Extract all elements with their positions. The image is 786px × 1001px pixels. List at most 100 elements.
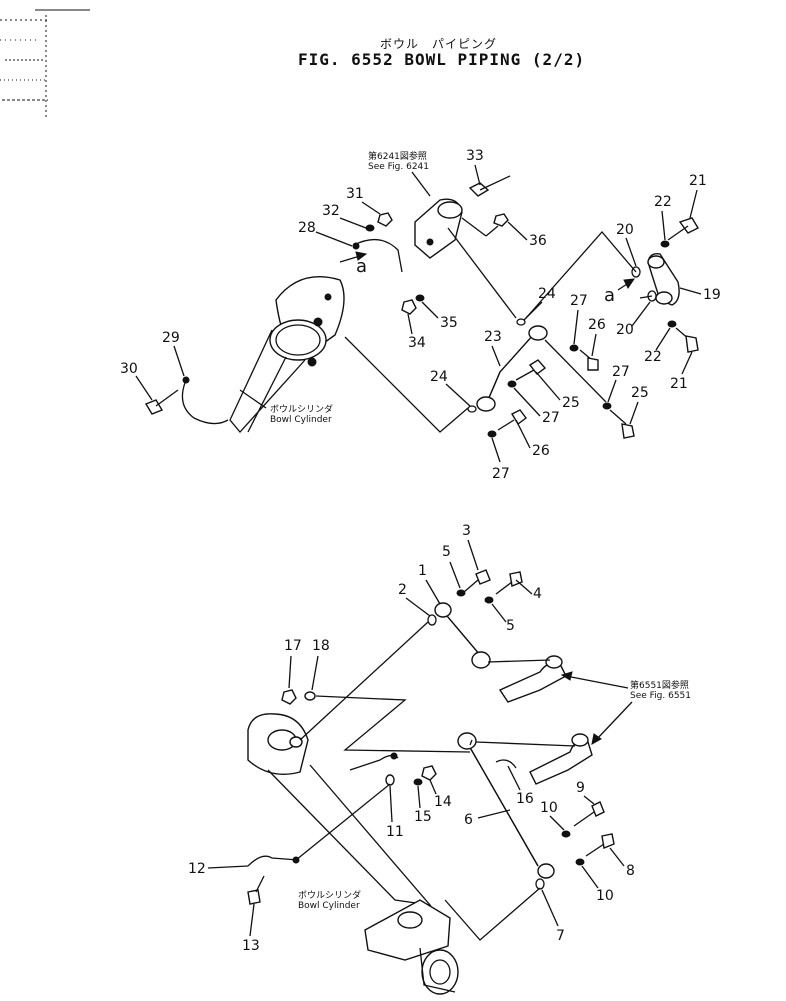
top-part-labels: 33 31 32 28 36 21 22 20 19 20 22 21 24 <box>120 148 721 482</box>
nut-36 <box>493 213 509 227</box>
bolt-4 <box>495 571 523 595</box>
ref-fig-6241: See Fig. 6241 <box>368 162 429 172</box>
bolt-25-center <box>515 359 547 381</box>
ref-fig-6551-jp: 第6551図参照 <box>630 679 689 691</box>
o-ring-2 <box>427 614 437 626</box>
bottom-route-lines <box>295 621 541 941</box>
washer-35 <box>415 294 425 302</box>
pipe-6 <box>457 732 555 879</box>
o-ring-24-top <box>516 318 526 326</box>
ref-fig-6551: See Fig. 6551 <box>630 691 691 701</box>
o-ring-24-bottom <box>467 405 477 413</box>
clamp-28 <box>352 238 403 273</box>
svg-text:14: 14 <box>434 794 452 810</box>
svg-text:35: 35 <box>440 315 458 331</box>
svg-text:27: 27 <box>570 293 588 309</box>
svg-text:18: 18 <box>312 638 330 654</box>
svg-text:24: 24 <box>430 369 448 385</box>
svg-text:34: 34 <box>408 335 426 351</box>
svg-text:24: 24 <box>538 286 556 302</box>
svg-text:31: 31 <box>346 186 364 202</box>
o-ring-7 <box>535 878 545 890</box>
bowl-cylinder-bottom <box>247 713 459 995</box>
bottom-assembly: 第6551図参照 See Fig. 6551 ボウルシリンダ Bowl Cyli… <box>188 523 691 995</box>
bolt-30 <box>144 389 179 415</box>
svg-text:4: 4 <box>533 586 542 602</box>
bolt-13 <box>247 875 265 905</box>
bowl-cylinder-label-top: Bowl Cylinder <box>270 415 332 425</box>
svg-text:19: 19 <box>703 287 721 303</box>
svg-text:28: 28 <box>298 220 316 236</box>
svg-text:13: 13 <box>242 938 260 954</box>
bolt-21-top <box>667 217 699 241</box>
washer-22-top <box>660 240 670 248</box>
figure-title: FIG. 6552 BOWL PIPING (2/2) <box>298 50 586 69</box>
bracket-11 <box>349 752 399 786</box>
fitting-19 <box>647 252 680 306</box>
washer-18 <box>304 691 316 701</box>
svg-text:27: 27 <box>612 364 630 380</box>
washer-5-top <box>456 589 466 597</box>
clamp-12 <box>247 855 300 867</box>
hose-23 <box>476 325 548 412</box>
top-assembly: a a 第6241図参照 See Fig. 6241 ボウルシリンダ Bowl … <box>120 148 721 482</box>
svg-text:21: 21 <box>670 376 688 392</box>
bolt-26-bottom <box>497 409 527 431</box>
washer-27-c <box>487 430 497 438</box>
ref-fig-6241-jp: 第6241図参照 <box>368 150 427 162</box>
svg-text:17: 17 <box>284 638 302 654</box>
svg-text:12: 12 <box>188 861 206 877</box>
svg-text:10: 10 <box>596 888 614 904</box>
marker-a-right: a <box>604 278 636 306</box>
nut-31 <box>377 212 393 227</box>
svg-text:15: 15 <box>414 809 432 825</box>
washer-22-bottom <box>667 320 677 328</box>
svg-text:30: 30 <box>120 361 138 377</box>
svg-text:9: 9 <box>576 780 585 796</box>
washer-32 <box>365 224 375 232</box>
svg-text:27: 27 <box>492 466 510 482</box>
title-japanese: ボウル パイピング <box>380 37 498 51</box>
svg-text:6: 6 <box>464 812 473 828</box>
svg-text:3: 3 <box>462 523 471 539</box>
svg-text:7: 7 <box>556 928 565 944</box>
svg-text:16: 16 <box>516 791 534 807</box>
scan-artifact <box>0 9 90 118</box>
svg-text:1: 1 <box>418 563 427 579</box>
svg-text:26: 26 <box>532 443 550 459</box>
svg-text:22: 22 <box>654 194 672 210</box>
bowl-cylinder-label-bottom: Bowl Cylinder <box>298 901 360 911</box>
svg-text:23: 23 <box>484 329 502 345</box>
svg-text:25: 25 <box>631 385 649 401</box>
washer-27-b <box>507 380 517 388</box>
bottom-part-labels: 3 5 1 2 4 5 17 18 16 6 14 15 11 <box>188 523 635 954</box>
washer-5-bottom <box>484 596 494 604</box>
washer-15 <box>413 778 423 786</box>
pipe-1 <box>434 602 491 669</box>
svg-text:11: 11 <box>386 824 404 840</box>
washer-27-d <box>602 402 612 410</box>
svg-text:33: 33 <box>466 148 484 164</box>
figure-header: ボウル パイピング FIG. 6552 BOWL PIPING (2/2) <box>0 0 786 80</box>
bolt-9 <box>573 801 605 827</box>
o-ring-20-bottom <box>647 290 657 302</box>
svg-text:25: 25 <box>562 395 580 411</box>
svg-text:20: 20 <box>616 222 634 238</box>
washer-10-top <box>561 830 571 838</box>
svg-text:a: a <box>356 256 367 277</box>
svg-text:10: 10 <box>540 800 558 816</box>
svg-text:29: 29 <box>162 330 180 346</box>
bowl-cylinder-top <box>229 276 345 433</box>
bolt-33 <box>468 175 511 197</box>
bolt-26-top <box>579 349 599 371</box>
svg-text:27: 27 <box>542 410 560 426</box>
bolt-3 <box>463 569 491 593</box>
svg-text:2: 2 <box>398 582 407 598</box>
svg-text:a: a <box>604 285 615 306</box>
bolt-21-bottom <box>675 327 699 353</box>
svg-text:5: 5 <box>442 544 451 560</box>
clamp-16 <box>495 759 517 769</box>
elbow-fitting-top <box>414 198 463 259</box>
svg-text:26: 26 <box>588 317 606 333</box>
